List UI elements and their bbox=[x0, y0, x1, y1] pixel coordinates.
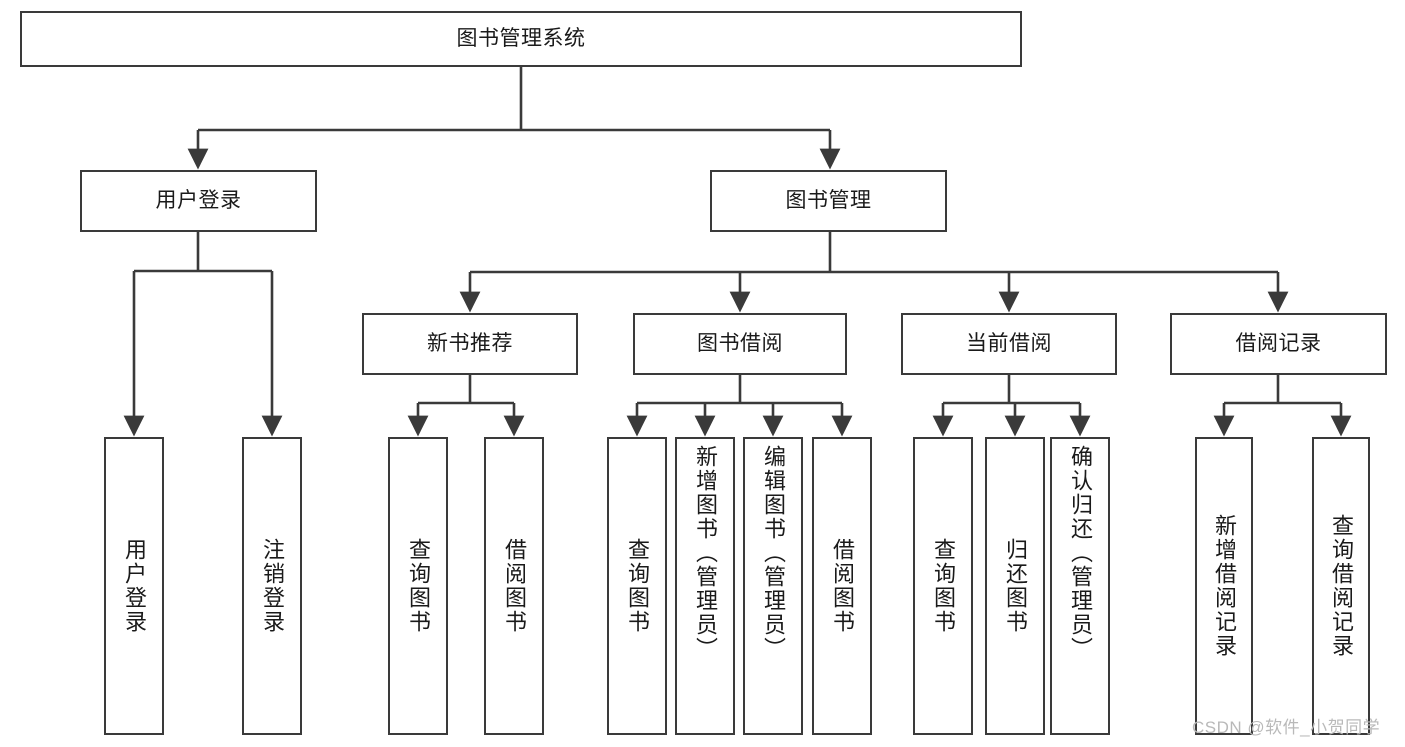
node-leaf-query-book-3[interactable]: 查询图书 bbox=[913, 437, 973, 735]
node-leaf-return-book-label: 归还图书 bbox=[1003, 538, 1028, 634]
node-leaf-query-record-label: 查询借阅记录 bbox=[1329, 514, 1354, 658]
node-user-login-label: 用户登录 bbox=[155, 188, 242, 212]
node-book-borrow[interactable]: 图书借阅 bbox=[633, 313, 847, 375]
node-leaf-query-book-1[interactable]: 查询图书 bbox=[388, 437, 448, 735]
node-leaf-add-book-label: 新增图书（管理员） bbox=[693, 445, 718, 661]
node-leaf-borrow-book-1-label: 借阅图书 bbox=[502, 538, 527, 634]
node-leaf-user-logout-label: 注销登录 bbox=[260, 538, 285, 634]
node-leaf-query-book-3-label: 查询图书 bbox=[931, 538, 956, 634]
node-leaf-confirm-return[interactable]: 确认归还（管理员） bbox=[1050, 437, 1110, 735]
node-leaf-edit-book-label: 编辑图书（管理员） bbox=[761, 445, 786, 661]
node-book-borrow-label: 图书借阅 bbox=[697, 331, 783, 355]
node-leaf-query-book-2-label: 查询图书 bbox=[625, 538, 650, 634]
node-book-manage[interactable]: 图书管理 bbox=[710, 170, 947, 232]
node-leaf-borrow-book-2-label: 借阅图书 bbox=[830, 538, 855, 634]
node-leaf-return-book[interactable]: 归还图书 bbox=[985, 437, 1045, 735]
node-leaf-query-record[interactable]: 查询借阅记录 bbox=[1312, 437, 1370, 735]
node-leaf-query-book-2[interactable]: 查询图书 bbox=[607, 437, 667, 735]
node-leaf-borrow-book-1[interactable]: 借阅图书 bbox=[484, 437, 544, 735]
node-new-book-recommend[interactable]: 新书推荐 bbox=[362, 313, 578, 375]
node-leaf-add-book[interactable]: 新增图书（管理员） bbox=[675, 437, 735, 735]
node-borrow-record[interactable]: 借阅记录 bbox=[1170, 313, 1387, 375]
node-root[interactable]: 图书管理系统 bbox=[20, 11, 1022, 67]
csdn-watermark: CSDN @软件_小贺同学 bbox=[1192, 718, 1381, 737]
node-leaf-query-book-1-label: 查询图书 bbox=[406, 538, 431, 634]
node-user-login[interactable]: 用户登录 bbox=[80, 170, 317, 232]
node-leaf-edit-book[interactable]: 编辑图书（管理员） bbox=[743, 437, 803, 735]
node-leaf-add-record-label: 新增借阅记录 bbox=[1212, 514, 1237, 658]
node-new-book-recommend-label: 新书推荐 bbox=[427, 331, 513, 355]
node-leaf-borrow-book-2[interactable]: 借阅图书 bbox=[812, 437, 872, 735]
node-leaf-user-login[interactable]: 用户登录 bbox=[104, 437, 164, 735]
node-root-label: 图书管理系统 bbox=[456, 26, 586, 50]
node-leaf-user-logout[interactable]: 注销登录 bbox=[242, 437, 302, 735]
node-leaf-user-login-label: 用户登录 bbox=[122, 538, 147, 634]
node-current-borrow-label: 当前借阅 bbox=[966, 331, 1052, 355]
node-book-manage-label: 图书管理 bbox=[785, 188, 872, 212]
node-borrow-record-label: 借阅记录 bbox=[1235, 331, 1322, 355]
node-leaf-confirm-return-label: 确认归还（管理员） bbox=[1068, 445, 1093, 661]
node-current-borrow[interactable]: 当前借阅 bbox=[901, 313, 1117, 375]
node-leaf-add-record[interactable]: 新增借阅记录 bbox=[1195, 437, 1253, 735]
